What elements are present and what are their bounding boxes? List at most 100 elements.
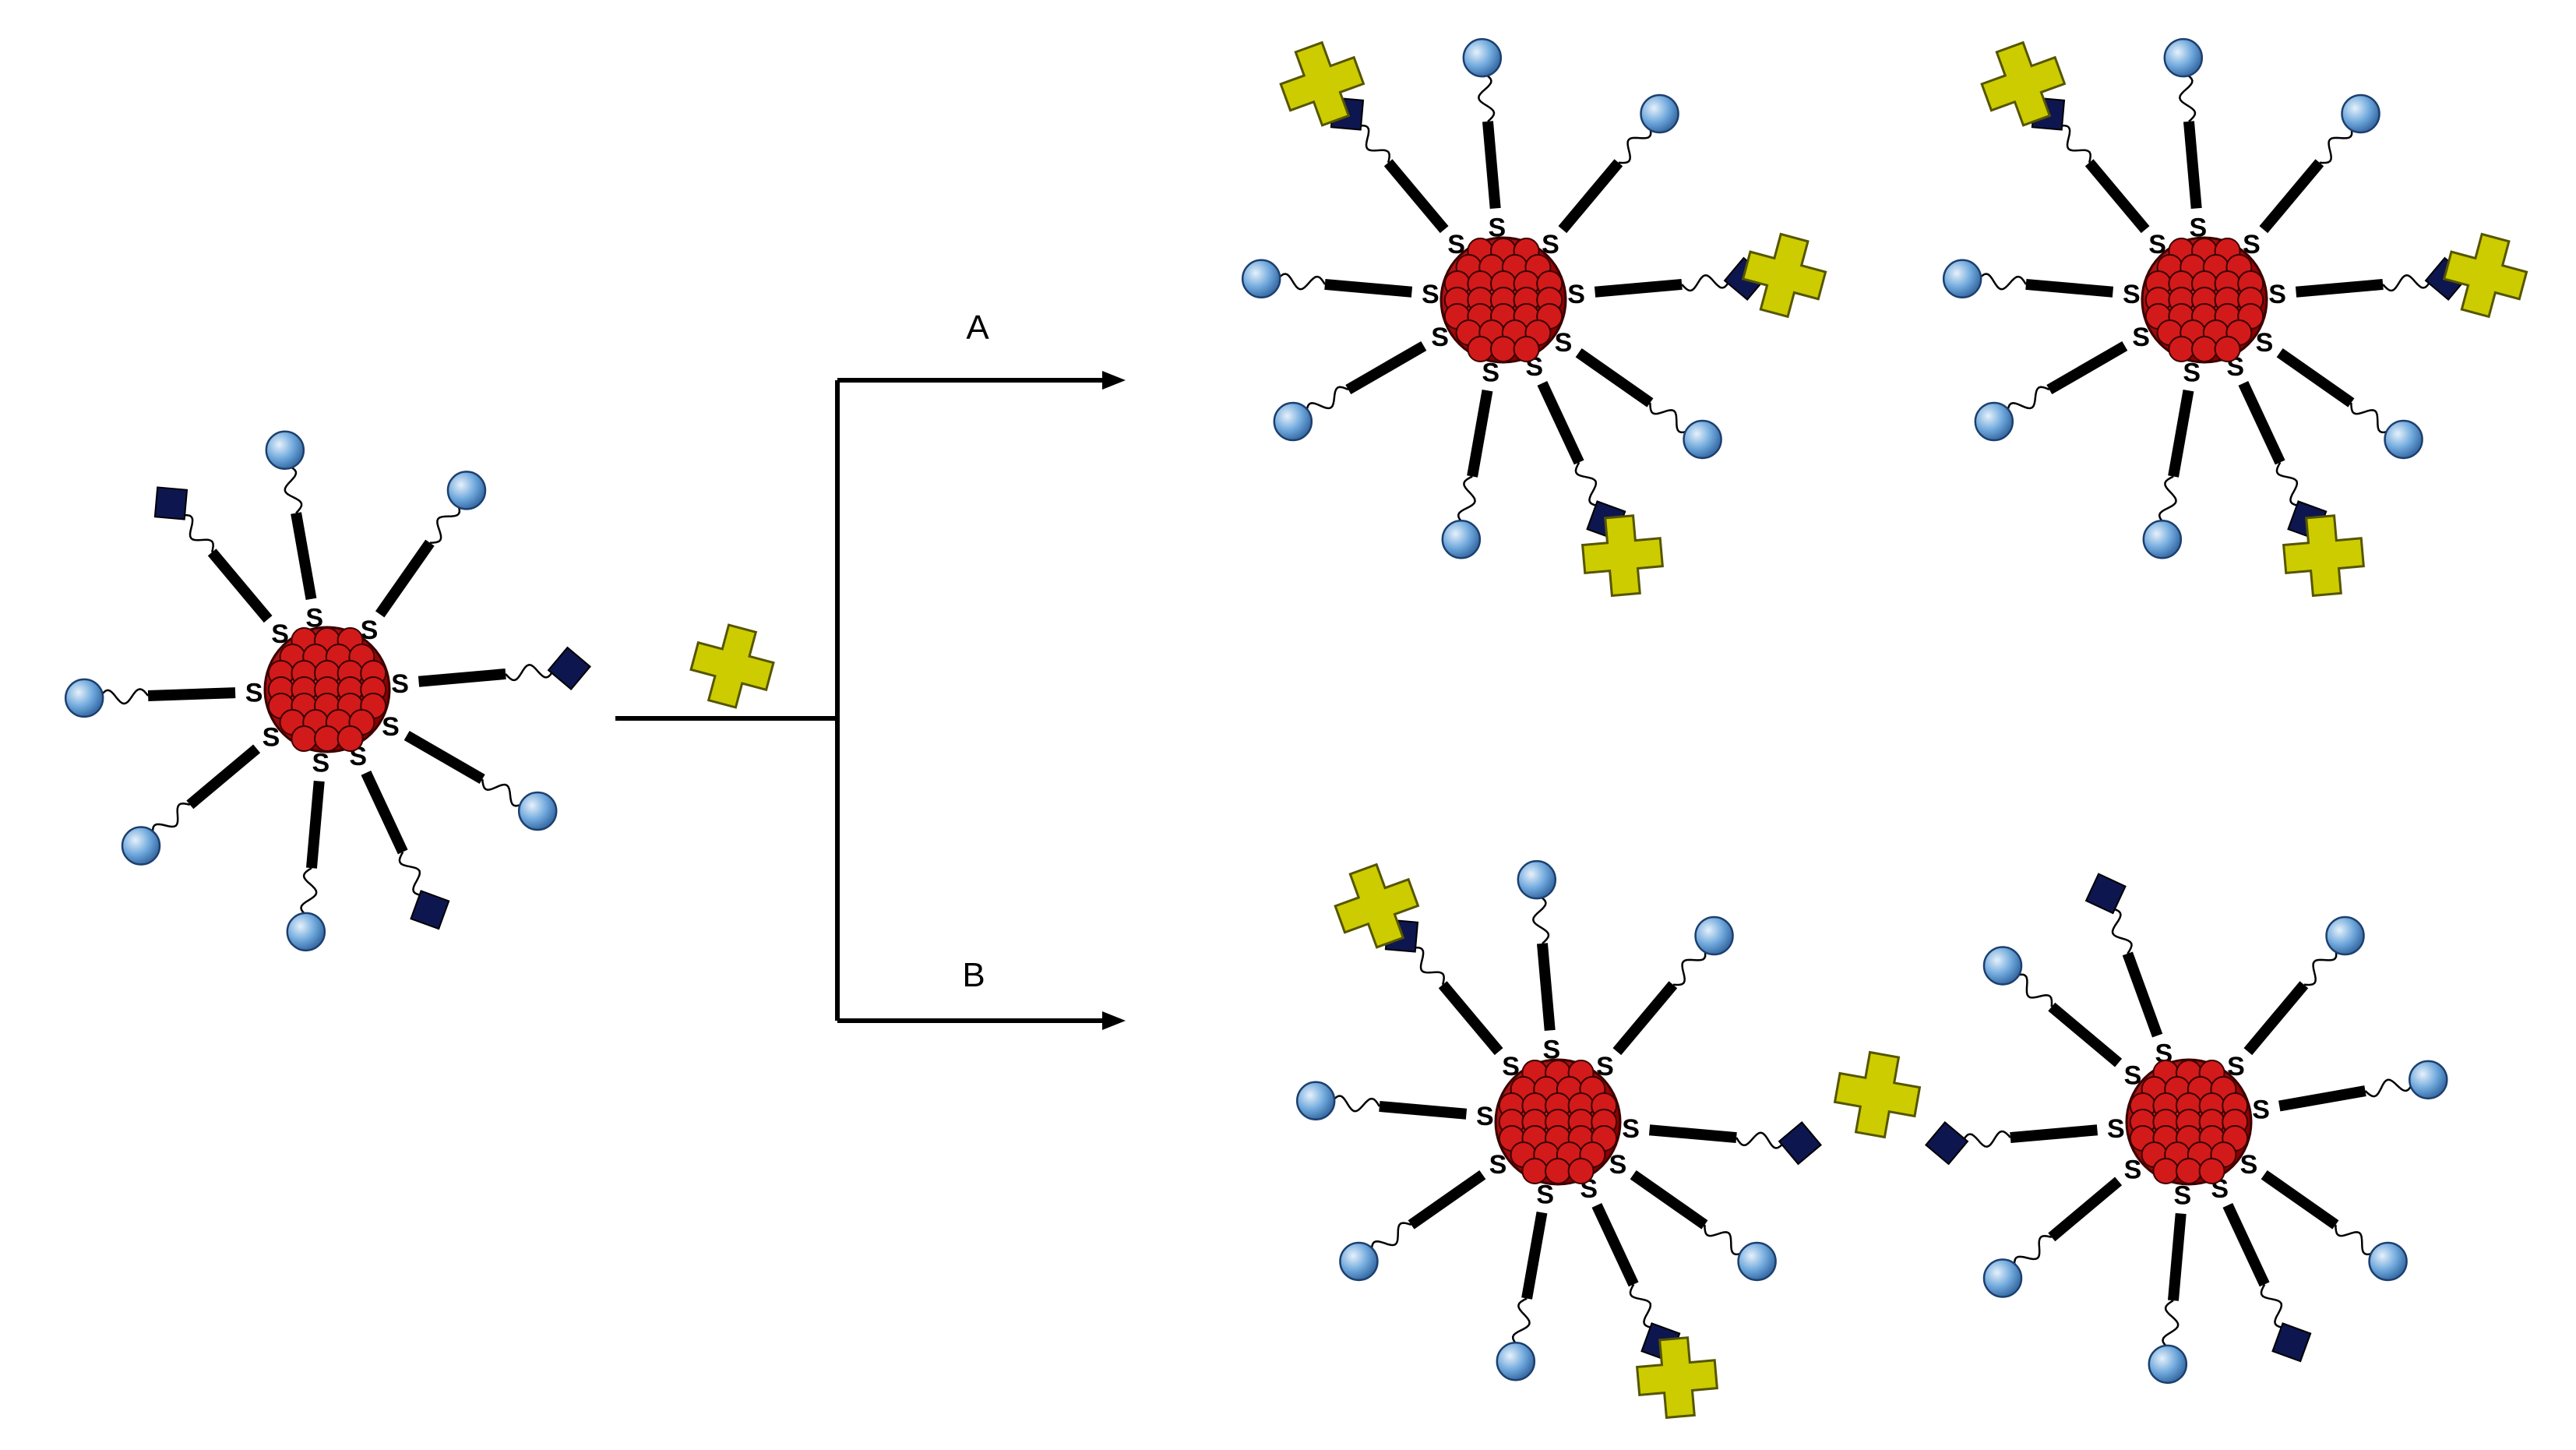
sulfur-label: S <box>2173 1181 2191 1211</box>
flexible-spacer <box>1411 946 1445 986</box>
flexible-spacer <box>284 464 303 514</box>
end-group-sphere-icon <box>1974 401 2014 442</box>
alkyl-chain <box>186 744 261 810</box>
sulfur-label: S <box>391 669 409 699</box>
gold-atom <box>1567 1158 1595 1184</box>
alkyl-chain <box>2046 340 2128 395</box>
alkyl-chain <box>2048 1002 2123 1067</box>
end-group-sphere-icon <box>1462 37 1503 78</box>
end-group-sphere-icon <box>1273 401 1313 442</box>
flexible-spacer <box>1330 1095 1380 1113</box>
flexible-spacer <box>1977 273 2027 291</box>
end-group-sphere-icon <box>1241 259 1281 299</box>
ligand-diamond-icon <box>2271 1322 2312 1363</box>
gold-atom <box>2168 336 2195 362</box>
sulfur-label: S <box>2240 1150 2258 1180</box>
flexible-spacer <box>1629 1283 1654 1329</box>
gold-atom <box>1545 1158 1571 1184</box>
flexible-spacer <box>2014 973 2053 1007</box>
sulfur-label: S <box>2132 323 2150 352</box>
alkyl-chain <box>1537 380 1584 465</box>
sulfur-label: S <box>1536 1180 1554 1210</box>
end-group-sphere-icon <box>1496 1342 1536 1381</box>
alkyl-chain <box>207 549 273 623</box>
alkyl-chain <box>2183 121 2202 210</box>
analyte-cross-icon <box>1279 41 1366 127</box>
sulfur-label: S <box>2227 1052 2245 1081</box>
alkyl-chain <box>2276 348 2355 407</box>
flexible-spacer <box>2335 1224 2376 1256</box>
sulfur-label: S <box>1596 1052 1614 1081</box>
alkyl-chain <box>1345 340 1427 395</box>
alkyl-chain <box>2025 278 2114 298</box>
analyte-cross-icon <box>2442 232 2528 319</box>
ligand-diamond-icon <box>153 486 189 520</box>
alkyl-chain <box>2010 1124 2099 1144</box>
flexible-spacer <box>1305 386 1349 415</box>
alkyl-chain <box>1612 981 1678 1056</box>
sulfur-label: S <box>312 749 329 778</box>
sulfur-label: S <box>1542 230 1559 259</box>
ligand-diamond-icon <box>2084 873 2127 915</box>
sulfur-label: S <box>1422 280 1440 309</box>
alkyl-chain <box>2278 1085 2366 1112</box>
gold-atom <box>2152 1158 2180 1184</box>
alkyl-chain <box>1467 389 1493 478</box>
end-group-sphere-icon <box>1694 916 1734 956</box>
route-b-label: B <box>962 956 985 994</box>
alkyl-chain <box>1591 1202 1639 1287</box>
sulfur-label: S <box>1609 1150 1627 1180</box>
flexible-spacer <box>2260 1283 2285 1329</box>
end-group-sphere-icon <box>1683 419 1722 460</box>
flexible-spacer <box>1681 274 1731 292</box>
flexible-spacer <box>1276 273 1326 291</box>
sulfur-label: S <box>2107 1114 2125 1144</box>
end-group-sphere-icon <box>1339 1241 1379 1282</box>
flexible-spacer <box>1961 1130 2011 1148</box>
flexible-spacer <box>2350 402 2391 434</box>
end-group-sphere-icon <box>2163 37 2204 78</box>
alkyl-chain <box>1630 1170 1708 1230</box>
alkyl-chain <box>1575 348 1654 407</box>
flexible-spacer <box>1574 461 1600 507</box>
flexible-spacer <box>2303 947 2338 986</box>
flexible-spacer <box>2058 124 2091 164</box>
analyte-cross-icon <box>2282 514 2365 598</box>
ligand-diamond-icon <box>547 646 591 690</box>
reaction-arrows <box>615 378 1106 1023</box>
alkyl-chain <box>2243 981 2309 1056</box>
sulfur-label: S <box>1488 213 1506 242</box>
sulfur-label: S <box>2243 230 2261 259</box>
sulfur-label: S <box>2268 280 2286 309</box>
end-group-sphere-icon <box>2384 419 2423 460</box>
free-analyte-icon <box>689 623 775 709</box>
alkyl-chain <box>1438 981 1503 1056</box>
alkyl-chain <box>1558 159 1623 234</box>
analyte-cross-icon <box>1334 863 1420 949</box>
flexible-spacer <box>2110 907 2133 954</box>
sulfur-label: S <box>263 722 280 752</box>
sulfur-label: S <box>2252 1095 2270 1125</box>
alkyl-chain <box>1324 278 1413 298</box>
flexible-spacer <box>1357 124 1390 164</box>
flexible-spacer <box>1618 125 1652 164</box>
flexible-spacer <box>99 688 150 705</box>
gold-atom <box>2198 1158 2225 1184</box>
sulfur-label: S <box>1502 1052 1520 1081</box>
alkyl-chain <box>1379 1100 1468 1120</box>
sulfur-label: S <box>1555 328 1573 358</box>
end-group-sphere-icon <box>2341 93 2380 134</box>
gold-atom <box>337 725 364 752</box>
end-group-sphere-icon <box>1942 259 1982 299</box>
sulfur-label: S <box>2256 328 2274 358</box>
end-group-sphere-icon <box>2325 916 2365 956</box>
ligand-diamond-icon <box>410 890 450 930</box>
end-group-sphere-icon <box>64 678 104 718</box>
alkyl-chain <box>2259 159 2324 234</box>
route-a-label: A <box>966 309 989 347</box>
flexible-spacer <box>1672 947 1707 986</box>
end-group-sphere-icon <box>2148 1344 2188 1385</box>
alkyl-chain <box>305 780 325 869</box>
